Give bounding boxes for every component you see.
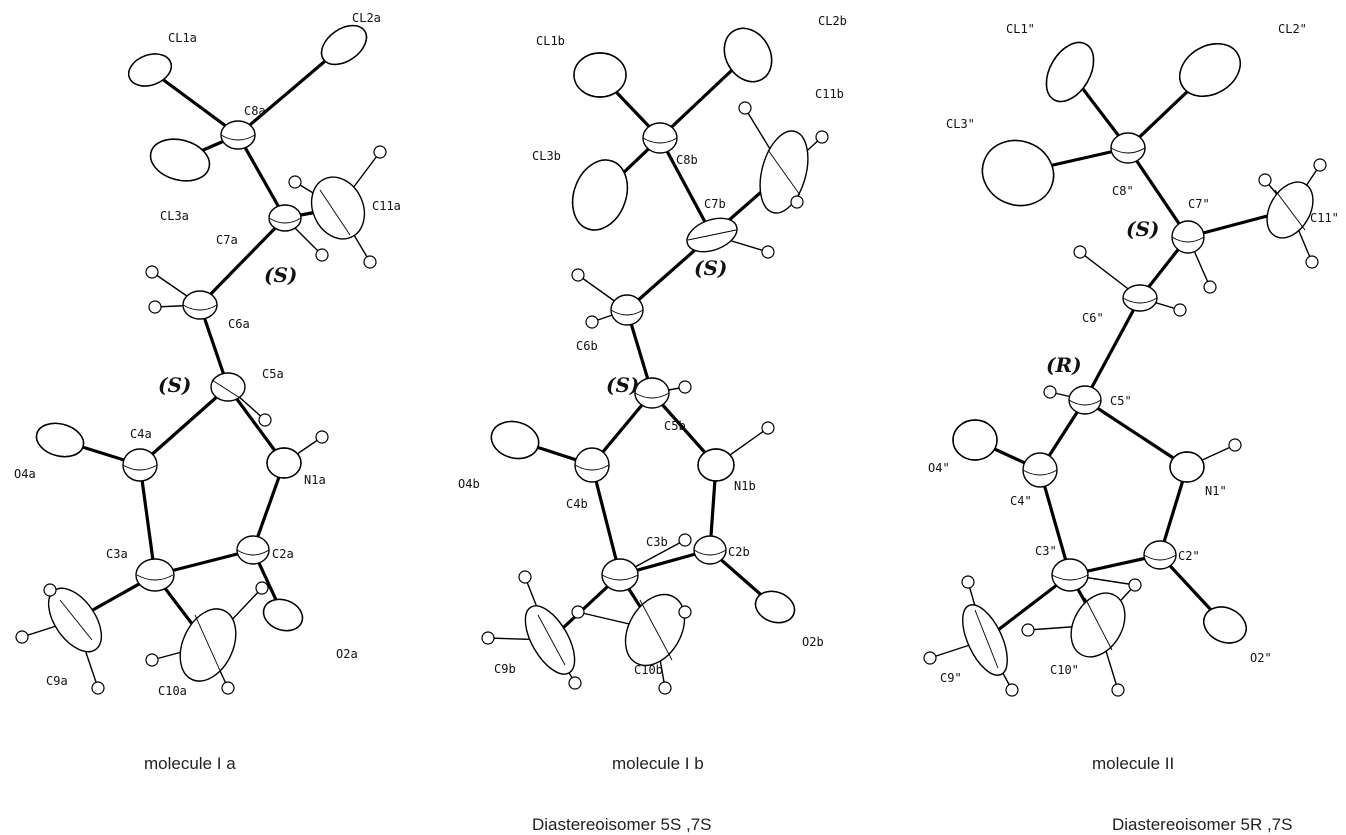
atom-label-cl1: CL1" <box>1006 22 1035 36</box>
atom-label-cl3b: CL3b <box>532 149 561 163</box>
caption-diastereoisomer-5r7s: Diastereoisomer 5R ,7S <box>1112 815 1292 834</box>
atom-label-n1b: N1b <box>734 479 756 493</box>
caption-molecule-ib: molecule I b <box>612 754 704 773</box>
atom-label-o4b: O4b <box>458 477 480 491</box>
atom-label-c10b: C10b <box>634 663 663 677</box>
atom-label-c11a: C11a <box>372 199 401 213</box>
atom-label-cl1b: CL1b <box>536 34 565 48</box>
labels-ib: CL1b CL2b C11b CL3b C8b C7b C6b C5b O4b … <box>458 14 847 677</box>
atom-label-c4a: C4a <box>130 427 152 441</box>
stereo-label-c7b: (S) <box>694 256 727 280</box>
stereo-label-c5a: (S) <box>158 373 191 397</box>
atom-label-c2a: C2a <box>272 547 294 561</box>
atom-label-c2b: C2b <box>728 545 750 559</box>
bonds-ia <box>21 43 381 689</box>
atom-label-c8b: C8b <box>676 153 698 167</box>
molecule-ia-diagram: CL1a CL2a C8a CL3a C11a C7a C6a C5a C4a … <box>14 11 401 773</box>
atom-label-cl2b: CL2b <box>818 14 847 28</box>
caption-molecule-ia: molecule I a <box>144 754 236 773</box>
atoms-ii <box>923 41 1327 697</box>
atom-label-c3: C3" <box>1035 544 1057 558</box>
atom-label-c7: C7" <box>1188 197 1210 211</box>
atom-label-c5: C5" <box>1110 394 1132 408</box>
atoms-ib <box>481 27 829 695</box>
atom-label-c5a: C5a <box>262 367 284 381</box>
atom-label-cl2: CL2" <box>1278 22 1307 36</box>
atom-label-c9: C9" <box>940 671 962 685</box>
stereo-label-c5b: (S) <box>606 373 639 397</box>
atom-label-c10a: C10a <box>158 684 187 698</box>
atom-label-c2: C2" <box>1178 549 1200 563</box>
atom-label-c8a: C8a <box>244 104 266 118</box>
atom-label-cl3a: CL3a <box>160 209 189 223</box>
atom-label-o4a: O4a <box>14 467 36 481</box>
atoms-ia <box>15 24 387 695</box>
atom-label-n1: N1" <box>1205 484 1227 498</box>
atom-label-c7a: C7a <box>216 233 238 247</box>
atom-label-c6a: C6a <box>228 317 250 331</box>
atom-label-c4b: C4b <box>566 497 588 511</box>
atom-label-o2: O2" <box>1250 651 1272 665</box>
atom-label-n1a: N1a <box>304 473 326 487</box>
atom-label-c11b: C11b <box>815 87 844 101</box>
atom-label-c3a: C3a <box>106 547 128 561</box>
atom-label-o4: O4" <box>928 461 950 475</box>
caption-molecule-ii: molecule II <box>1092 754 1174 773</box>
atom-label-c10: C10" <box>1050 663 1079 677</box>
atom-label-cl1a: CL1a <box>168 31 197 45</box>
atom-label-c11: C11" <box>1310 211 1339 225</box>
atom-label-c5b: C5b <box>664 419 686 433</box>
caption-diastereoisomer-5s7s: Diastereoisomer 5S ,7S <box>532 815 712 834</box>
atom-label-c9b: C9b <box>494 662 516 676</box>
atom-label-cl3: CL3" <box>946 117 975 131</box>
atom-label-o2a: O2a <box>336 647 358 661</box>
atom-label-c6: C6" <box>1082 311 1104 325</box>
stereo-label-c5: (R) <box>1046 353 1082 377</box>
atom-label-c8: C8" <box>1112 184 1134 198</box>
labels-ii: CL1" CL2" CL3" C8" C7" C11" C6" C5" O4" … <box>928 22 1339 685</box>
stereo-label-c7: (S) <box>1126 217 1159 241</box>
atom-label-c6b: C6b <box>576 339 598 353</box>
labels-ia: CL1a CL2a C8a CL3a C11a C7a C6a C5a C4a … <box>14 11 401 698</box>
atom-label-cl2a: CL2a <box>352 11 381 25</box>
atom-label-c9a: C9a <box>46 674 68 688</box>
atom-label-c3b: C3b <box>646 535 668 549</box>
atom-label-o2b: O2b <box>802 635 824 649</box>
molecule-ib-diagram: CL1b CL2b C11b CL3b C8b C7b C6b C5b O4b … <box>458 14 847 773</box>
molecule-ii-diagram: CL1" CL2" CL3" C8" C7" C11" C6" C5" O4" … <box>923 22 1339 773</box>
atom-label-c4: C4" <box>1010 494 1032 508</box>
atom-label-c7b: C7b <box>704 197 726 211</box>
stereo-label-c7a: (S) <box>264 263 297 287</box>
